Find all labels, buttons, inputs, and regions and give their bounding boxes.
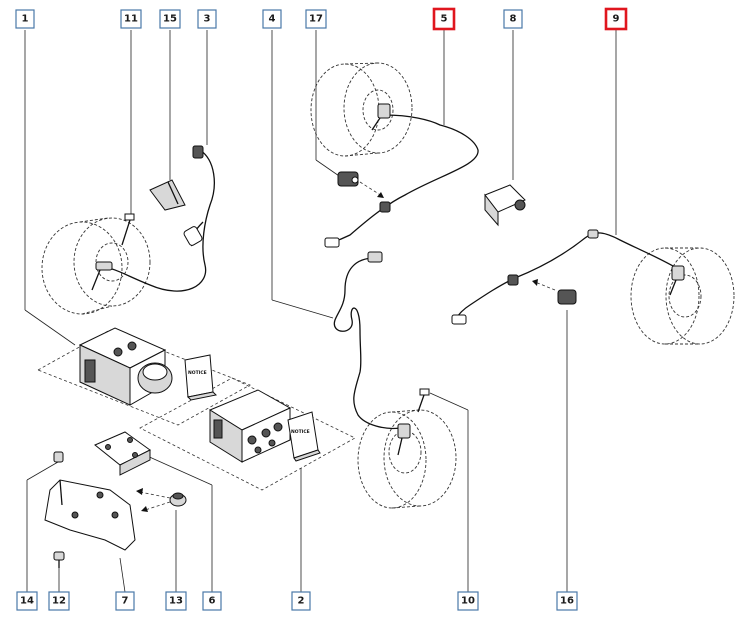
wheel-front-left	[41, 217, 151, 315]
sensor-wire-4	[333, 257, 401, 430]
callout-14[interactable]: 14	[16, 591, 38, 611]
callout-2[interactable]: 2	[291, 591, 311, 611]
part-8-bracket	[484, 184, 526, 227]
assembly-arrows	[136, 181, 556, 512]
callout-2-label: 2	[298, 596, 305, 607]
part-13-grommet	[169, 492, 187, 507]
callout-17[interactable]: 17	[305, 9, 327, 29]
callout-13[interactable]: 13	[165, 591, 187, 611]
booklet-upper: NOTICE	[184, 354, 218, 401]
kit-box-upper	[37, 329, 251, 426]
callout-3[interactable]: 3	[197, 9, 217, 29]
callout-15[interactable]: 15	[159, 9, 181, 29]
callout-5[interactable]: 5	[432, 7, 456, 31]
sensor-wire-5	[329, 114, 479, 244]
wheel-sensor-front-right	[397, 423, 411, 456]
callout-12[interactable]: 12	[48, 591, 70, 611]
callout-8[interactable]: 8	[503, 9, 523, 29]
connector-5	[324, 201, 391, 248]
callout-5-label: 5	[441, 14, 448, 25]
sensor-wire-9	[454, 232, 681, 321]
part-15-clip	[149, 179, 186, 211]
wheel-sensor-rear-top	[371, 103, 391, 131]
part-7-mounting-plate	[44, 479, 136, 551]
callout-10-label: 10	[461, 596, 475, 607]
callout-9[interactable]: 9	[604, 7, 628, 31]
booklet-lower-label: NOTICE	[291, 429, 310, 435]
callout-3-label: 3	[204, 14, 211, 25]
callout-13-label: 13	[169, 596, 183, 607]
callout-11[interactable]: 11	[120, 9, 142, 29]
part-6-bracket	[94, 431, 151, 476]
wheel-rear-top	[310, 62, 413, 157]
connector-4	[367, 251, 383, 263]
booklet-lower: NOTICE	[287, 411, 321, 462]
callout-6-label: 6	[209, 596, 216, 607]
callout-1-label: 1	[22, 14, 29, 25]
callout-9-label: 9	[613, 14, 620, 25]
part-10-screw	[417, 388, 430, 413]
wheel-sensor-front-left	[91, 261, 113, 291]
callout-14-label: 14	[20, 596, 34, 607]
callout-11-label: 11	[124, 14, 138, 25]
callout-10[interactable]: 10	[457, 591, 479, 611]
sensor-wire-3	[104, 149, 215, 292]
part-17-sensor	[337, 171, 359, 187]
callout-16[interactable]: 16	[556, 591, 578, 611]
callout-4[interactable]: 4	[262, 9, 282, 29]
callout-7-label: 7	[122, 596, 129, 607]
callout-12-label: 12	[52, 596, 66, 607]
connector-9	[451, 229, 599, 325]
part-11-screw	[121, 213, 135, 246]
part-12-bolt	[53, 551, 65, 568]
part-1-abs-unit	[78, 327, 173, 406]
callout-1[interactable]: 1	[15, 9, 35, 29]
callout-8-label: 8	[510, 14, 517, 25]
part-16-sensor	[557, 289, 577, 305]
callout-6[interactable]: 6	[202, 591, 222, 611]
callout-17-label: 17	[309, 14, 323, 25]
leader-lines	[24, 30, 617, 593]
wheel-sensor-rear-right	[669, 265, 685, 296]
callout-4-label: 4	[269, 14, 276, 25]
part-14-nut	[53, 451, 64, 463]
callout-7[interactable]: 7	[115, 591, 135, 611]
booklet-upper-label: NOTICE	[188, 370, 207, 376]
callout-16-label: 16	[560, 596, 574, 607]
part-2-ecu-module	[208, 389, 292, 463]
callout-15-label: 15	[163, 14, 177, 25]
part-3-connector	[183, 145, 204, 246]
wheel-rear-right	[630, 247, 735, 345]
